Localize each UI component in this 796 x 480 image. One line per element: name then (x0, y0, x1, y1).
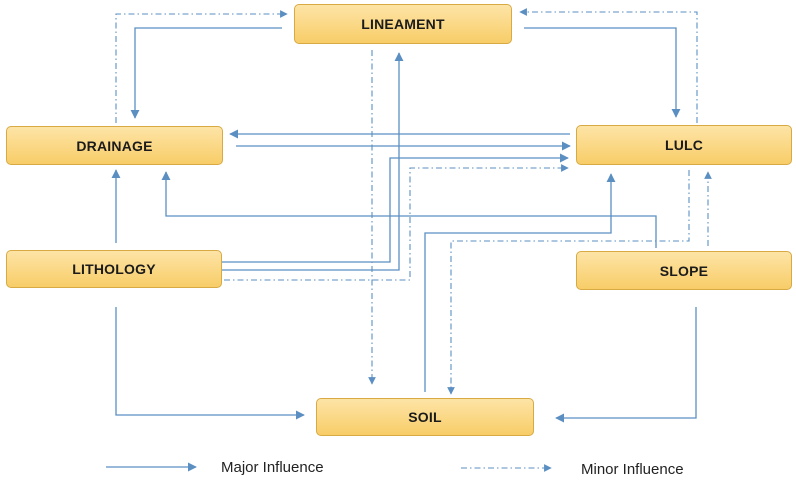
node-lithology: LITHOLOGY (6, 250, 222, 288)
edge-lithology-to-lulc (222, 153, 569, 263)
edge-lulc-to-lineament (519, 8, 698, 123)
edge-lulc-to-soil (447, 170, 690, 395)
node-lineament: LINEAMENT (294, 4, 512, 44)
edge-lithology-to-lineament (222, 52, 404, 271)
legend-minor-label: Minor Influence (581, 461, 684, 478)
node-soil: SOIL (316, 398, 534, 436)
edge-lineament-to-drainage (130, 27, 282, 119)
edge-drainage-to-lineament (115, 10, 288, 123)
edge-soil-to-lulc (424, 173, 616, 392)
edge-lithology-to-lulc-minor (224, 164, 569, 281)
node-drainage: DRAINAGE (6, 126, 223, 165)
edge-lineament-to-lulc (524, 27, 681, 118)
edge-slope-to-soil (555, 307, 697, 423)
edge-slope-to-drainage (161, 171, 657, 248)
node-lulc: LULC (576, 125, 792, 165)
legend-major-label: Major Influence (221, 459, 324, 476)
node-slope: SLOPE (576, 251, 792, 290)
edge-lithology-to-soil (115, 307, 305, 420)
